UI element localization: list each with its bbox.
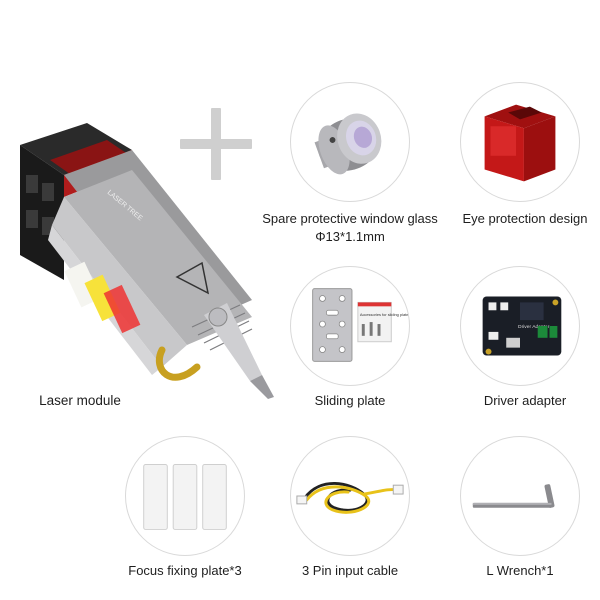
l-wrench-image <box>460 436 580 556</box>
laser-module-image: LASER TREE <box>12 105 287 400</box>
board-label-text: Driver Adapter <box>518 324 550 330</box>
pin-cable-label: 3 Pin input cable <box>301 563 399 578</box>
focus-plate-label: Focus fixing plate*3 <box>128 563 242 578</box>
sliding-plate-image: Accessories for sliding plate <box>290 266 410 386</box>
plus-icon <box>180 108 252 180</box>
pin-cable-image <box>290 436 410 556</box>
eye-protection-image <box>460 82 580 202</box>
accessory-bag-text: Accessories for sliding plate <box>360 312 409 317</box>
driver-adapter-image: Driver Adapter <box>460 266 580 386</box>
window-glass-size: Φ13*1.1mm <box>315 229 385 244</box>
driver-adapter-label: Driver adapter <box>483 393 567 408</box>
sliding-plate-label: Sliding plate <box>314 393 386 408</box>
window-glass-label: Spare protective window glass Φ13*1.1mm <box>250 211 450 245</box>
laser-module-label: Laser module <box>39 393 121 408</box>
l-wrench-label: L Wrench*1 <box>486 563 554 578</box>
eye-protection-label: Eye protection design <box>462 211 588 226</box>
window-glass-title: Spare protective window glass <box>262 211 438 226</box>
focus-plate-image <box>125 436 245 556</box>
window-glass-image <box>290 82 410 202</box>
